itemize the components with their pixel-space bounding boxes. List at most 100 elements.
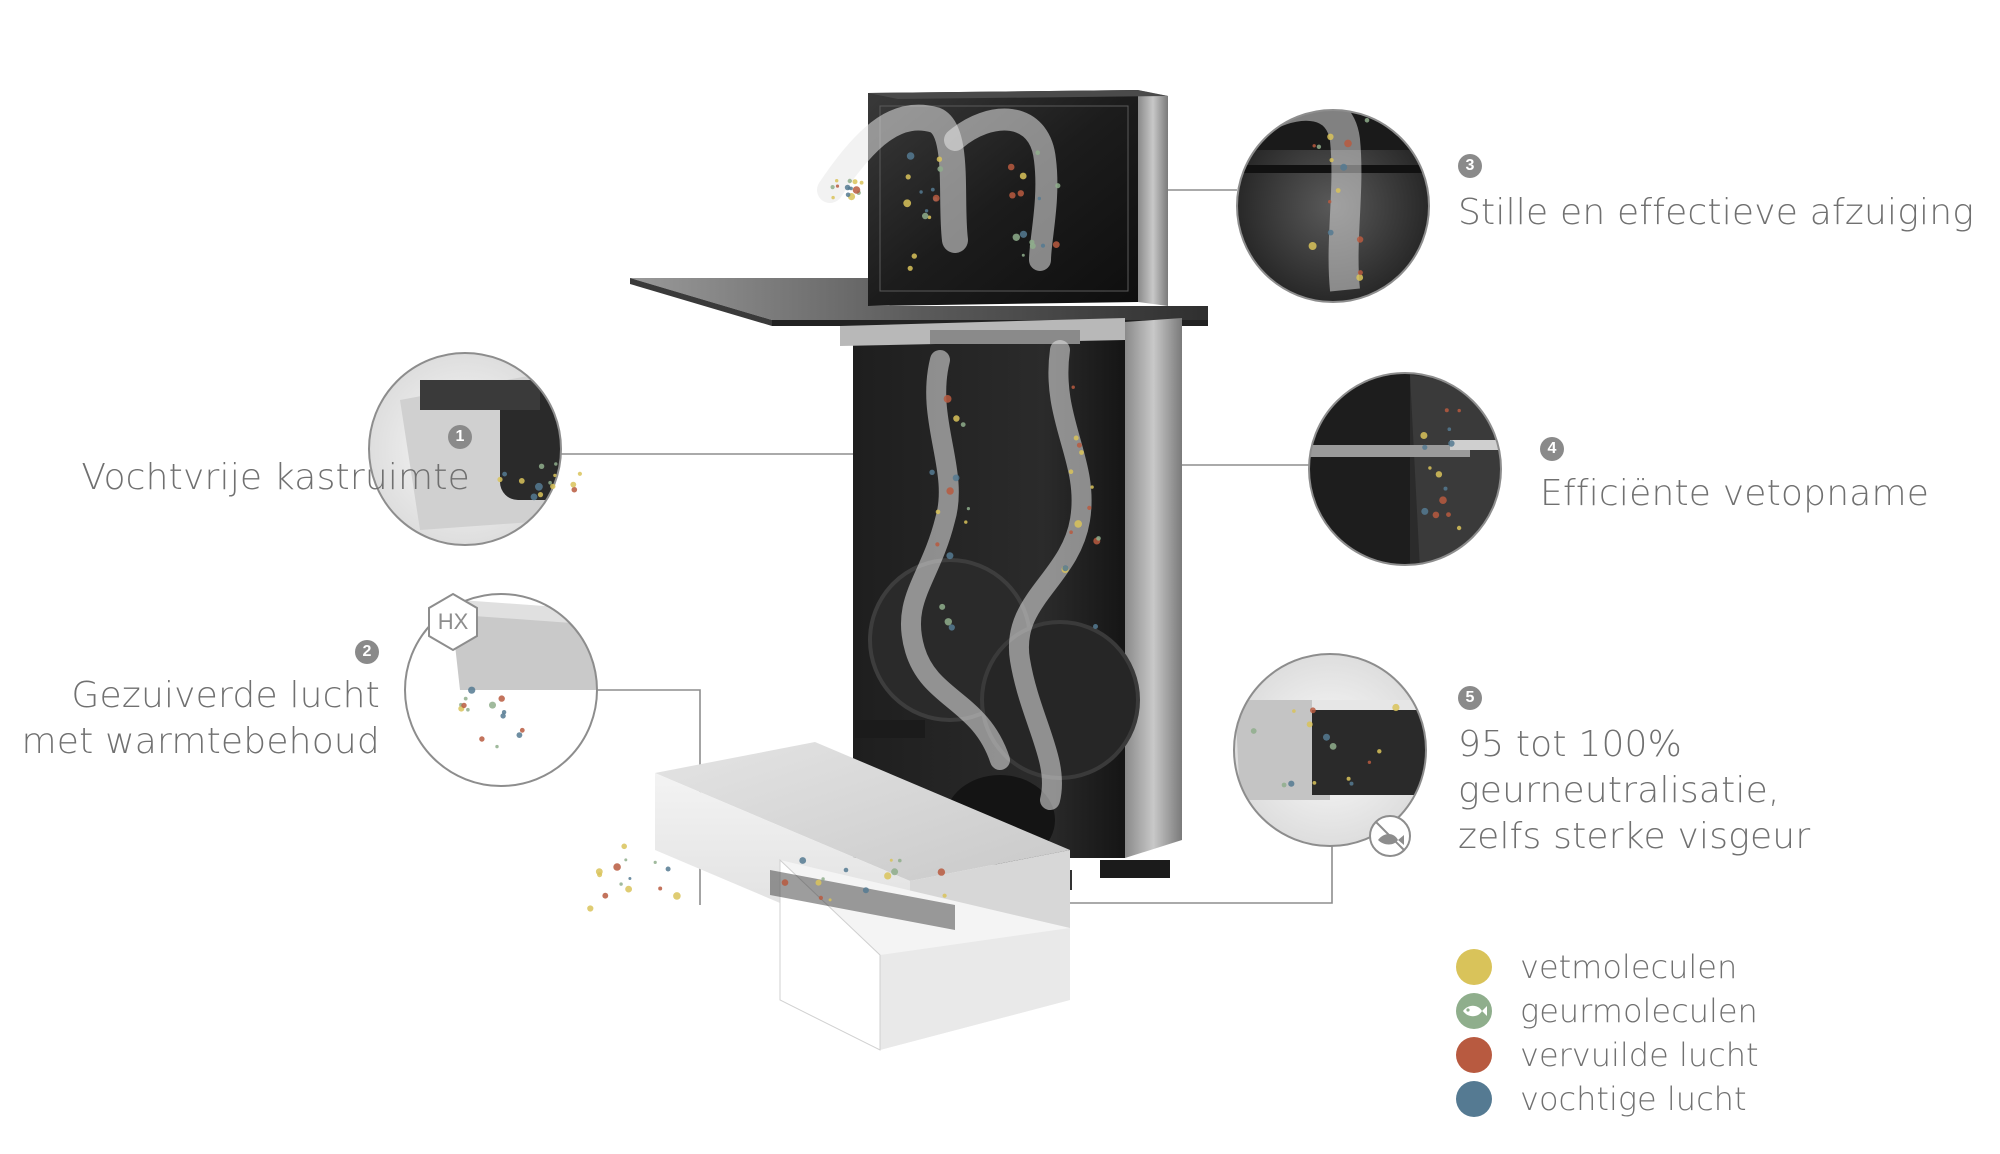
particle-dot	[891, 868, 899, 876]
particle-dot	[1323, 733, 1330, 741]
legend-label: vochtige lucht	[1520, 1080, 1747, 1118]
dot-icon	[1456, 1037, 1492, 1073]
particle-dot	[937, 868, 946, 876]
particle-dot	[518, 478, 525, 484]
particle-dot	[1037, 196, 1042, 201]
particle-dot	[673, 892, 681, 900]
dot-icon	[1456, 1081, 1492, 1117]
particle-dot	[935, 542, 940, 547]
particle-dot	[852, 186, 861, 194]
particle-dot	[1312, 781, 1317, 785]
particle-dot	[1364, 118, 1370, 123]
particle-dot	[1029, 243, 1036, 249]
particle-dot	[1329, 158, 1334, 163]
legend-item-vervuilde-lucht: vervuilde lucht	[1456, 1035, 1759, 1075]
particle-dot	[929, 469, 935, 475]
particle-dot	[1062, 565, 1069, 572]
legend-item-vetmoleculen: vetmoleculen	[1456, 947, 1737, 987]
particle-dot	[847, 178, 852, 184]
particle-dot	[653, 860, 657, 865]
callout-label-2: Gezuiverde lucht met warmtebehoud	[20, 673, 380, 765]
particle-dot	[466, 707, 470, 712]
particle-dot	[903, 199, 912, 208]
particle-dot	[942, 893, 947, 898]
zoom-circle-2	[404, 593, 598, 787]
particle-dot	[835, 184, 840, 188]
particle-dot	[943, 395, 952, 403]
particle-dot	[577, 471, 583, 476]
particle-dot	[1076, 442, 1082, 448]
particle-dot	[1019, 172, 1027, 180]
particle-dot	[1457, 408, 1461, 413]
particle-dot	[1073, 435, 1079, 441]
particle-dot	[1335, 188, 1341, 193]
particle-dot	[1007, 163, 1015, 171]
particle-dot	[935, 509, 941, 515]
particle-dot	[799, 857, 807, 864]
callout-label-5-line-2: zelfs sterke visgeur	[1458, 816, 1811, 857]
particle-dot	[898, 858, 902, 863]
airflow-ribbons	[817, 104, 1092, 810]
particle-dot	[831, 195, 835, 200]
particle-dot	[927, 215, 932, 220]
hx-badge-hexagon	[428, 592, 478, 652]
particle-dot	[1250, 728, 1257, 734]
particle-dot	[859, 180, 864, 185]
particle-dot	[953, 415, 960, 422]
particle-dot	[628, 877, 632, 880]
particle-dot	[463, 696, 468, 701]
particle-dot	[530, 493, 538, 501]
particle-dot	[835, 179, 839, 183]
callout-label-3-line-1: Stille en effectieve afzuiging	[1458, 192, 1975, 233]
particle-dot	[502, 471, 507, 477]
legend-label: vetmoleculen	[1520, 948, 1738, 986]
particle-dot	[946, 552, 954, 560]
particle-dot	[1055, 183, 1061, 189]
particle-dot	[818, 895, 824, 901]
particle-dot	[497, 476, 503, 483]
particle-dot	[922, 212, 929, 220]
particle-dot	[1079, 450, 1084, 455]
particle-dot	[1035, 150, 1040, 155]
particle-dot	[1432, 511, 1440, 519]
particle-dot	[1071, 385, 1075, 389]
particle-dot	[468, 686, 476, 694]
particle-dot	[621, 843, 627, 850]
particle-dot	[1328, 200, 1332, 204]
particle-dot	[479, 736, 485, 742]
particle-dot	[907, 265, 913, 271]
particle-dot	[1420, 432, 1428, 439]
particle-dot	[1068, 469, 1074, 475]
particle-dot	[960, 422, 966, 427]
particle-dot	[1306, 721, 1313, 728]
particle-dot	[1447, 427, 1452, 432]
hood-glass-panel	[868, 90, 1168, 306]
particle-dot	[489, 701, 496, 709]
particle-dot	[602, 892, 609, 899]
callout-label-4-line-1: Efficiënte vetopname	[1540, 473, 1930, 514]
callout-number-5: 5	[1458, 686, 1482, 710]
particle-dot	[570, 481, 577, 488]
particle-dot	[930, 187, 935, 192]
particle-dot	[1327, 229, 1334, 236]
legend-item-geurmoleculen: geurmoleculen	[1456, 991, 1758, 1031]
particle-dot	[905, 174, 911, 180]
particle-dot	[1019, 230, 1028, 238]
particle-dot	[1012, 233, 1020, 241]
particle-dot	[498, 695, 505, 702]
particle-dot	[1074, 520, 1082, 528]
particle-dot	[1428, 466, 1432, 470]
particle-dot	[1422, 444, 1428, 450]
particle-dot	[665, 866, 671, 872]
particle-dot	[1069, 530, 1073, 534]
particle-dot	[1040, 243, 1046, 248]
particle-dot	[571, 486, 578, 493]
particle-dot	[619, 882, 623, 886]
particle-dot	[613, 863, 621, 871]
particle-dot	[553, 473, 557, 478]
particle-dot	[1340, 163, 1348, 171]
particle-dot	[1344, 139, 1352, 148]
legend-item-vochtige-lucht: vochtige lucht	[1456, 1079, 1746, 1119]
particle-dot	[924, 209, 929, 213]
